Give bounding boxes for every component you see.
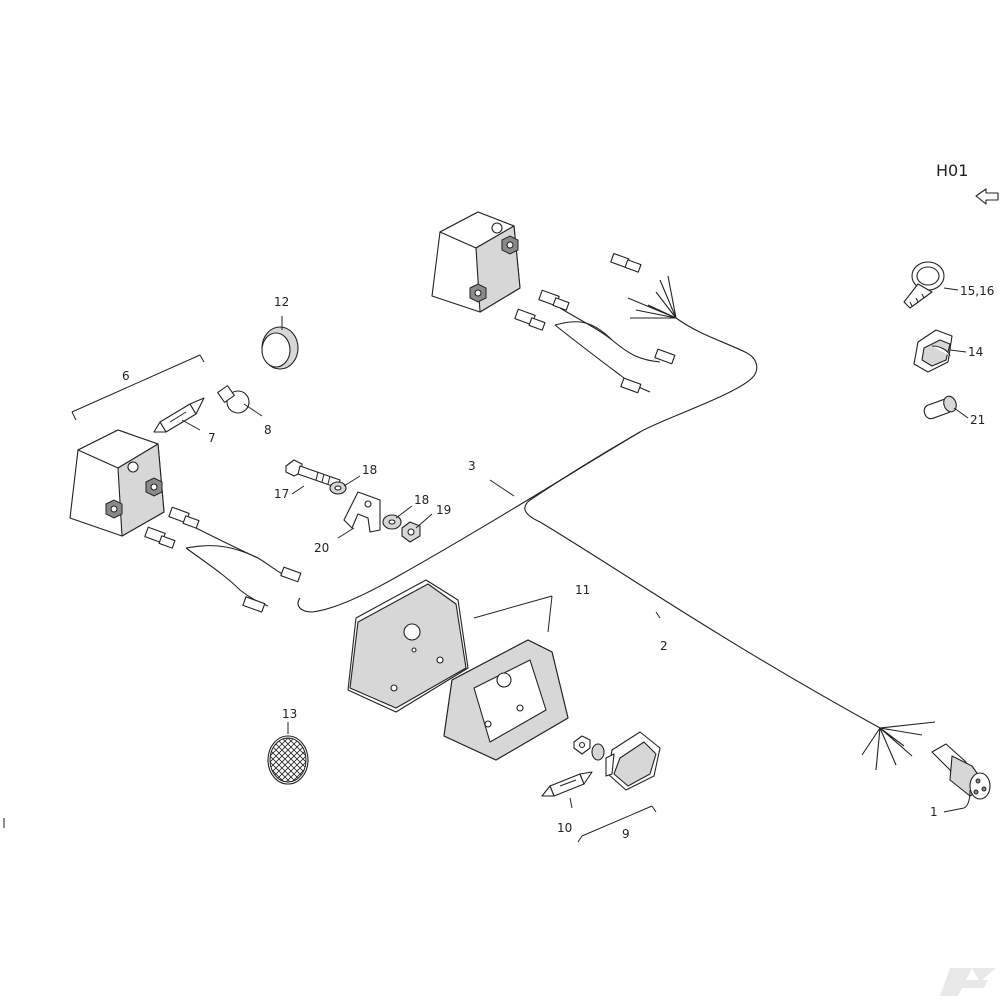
festoon-bulb-lower[interactable] (541, 771, 593, 797)
bulb-capsule[interactable] (922, 394, 958, 420)
callout-2: 2 (660, 639, 668, 653)
page-arrow-icon[interactable] (975, 188, 999, 205)
callout-12: 12 (274, 295, 289, 309)
cable-clip[interactable] (913, 329, 953, 373)
callout-9: 9 (622, 827, 630, 841)
wire-leads-upper (514, 252, 676, 394)
washer-upper[interactable] (329, 481, 347, 495)
spade-terminal-l1 (168, 506, 200, 529)
cable-tie[interactable] (903, 261, 945, 309)
wire-fan-connector (861, 721, 936, 771)
callout-8: 8 (264, 423, 272, 437)
hex-nut-lower-b (145, 477, 163, 497)
spade-terminal-l3 (280, 566, 302, 583)
spade-terminal-u5 (620, 377, 642, 394)
spade-terminal-u4 (654, 348, 676, 365)
grille-lens[interactable] (267, 735, 309, 785)
callout-11: 11 (575, 583, 590, 597)
mounting-bracket[interactable] (343, 491, 381, 533)
callout-17: 17 (274, 487, 289, 501)
callout-10: 10 (557, 821, 572, 835)
hex-nut-lower-a (105, 499, 123, 519)
reflector-pad-flat[interactable] (347, 579, 469, 713)
wire-leads-lower (144, 506, 302, 613)
spade-terminal-l2 (144, 526, 176, 549)
callout-6: 6 (122, 369, 130, 383)
reflector-pad-frame[interactable] (443, 639, 569, 761)
callout-14: 14 (968, 345, 983, 359)
hex-nut-upper-b (501, 235, 519, 255)
callout-13: 13 (282, 707, 297, 721)
callout-19: 19 (436, 503, 451, 517)
lamp-housing-upper[interactable] (431, 211, 521, 313)
harness-cable-2 (539, 521, 881, 729)
callout-1: 1 (930, 805, 938, 819)
spade-terminal-u2 (514, 308, 546, 331)
harness-cable-3 (297, 317, 758, 613)
washer-lower[interactable] (382, 514, 402, 530)
wire-fan-top (627, 275, 677, 319)
leader-lines (71, 287, 971, 843)
lens-cap[interactable] (261, 326, 299, 370)
marker-lamp-nut[interactable] (573, 735, 591, 755)
callout-3: 3 (468, 459, 476, 473)
callout-21: 21 (970, 413, 985, 427)
callout-20: 20 (314, 541, 329, 555)
marker-lamp[interactable] (605, 731, 661, 791)
bolt[interactable] (285, 459, 341, 489)
hex-nut[interactable] (401, 521, 421, 543)
callout-18-upper: 18 (362, 463, 377, 477)
brand-watermark-icon (940, 968, 996, 996)
drawing-code: H01 (936, 161, 968, 180)
callout-7: 7 (208, 431, 216, 445)
callout-15-16: 15,16 (960, 284, 994, 298)
lamp-housing-lower[interactable] (69, 429, 165, 537)
hex-nut-upper-a (469, 283, 487, 303)
spade-terminal-u3 (610, 252, 642, 273)
marker-lamp-washer[interactable] (591, 743, 605, 761)
ball-bulb[interactable] (217, 385, 250, 414)
spade-terminal-u1 (538, 289, 570, 311)
spade-terminal-l4 (242, 596, 266, 613)
festoon-bulb-upper[interactable] (153, 397, 205, 433)
connector-plug[interactable] (931, 743, 991, 800)
callout-18-lower: 18 (414, 493, 429, 507)
